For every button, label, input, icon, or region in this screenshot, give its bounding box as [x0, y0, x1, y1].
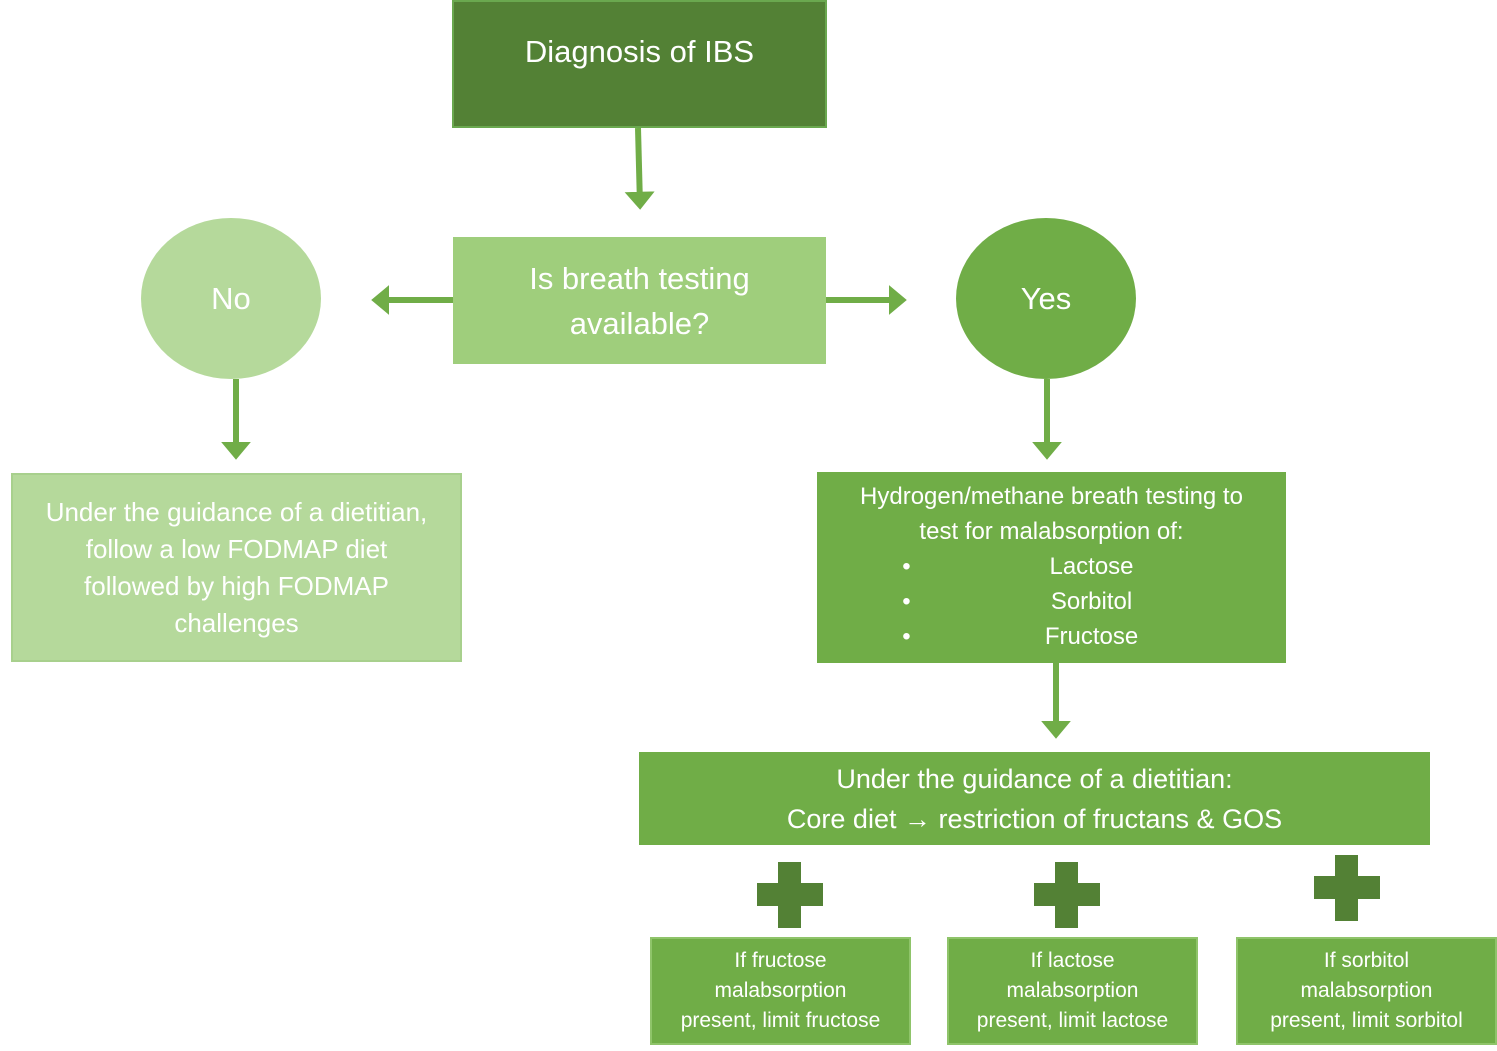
question-line-2: available? — [569, 305, 710, 341]
low-fodmap-line-3: followed by high FODMAP — [84, 570, 389, 601]
sorbitol-line-2: malabsorption — [1300, 979, 1433, 1002]
no-label: No — [211, 280, 251, 316]
fructose-box: If fructose malabsorption present, limit… — [650, 937, 911, 1045]
bullet-icon: • — [902, 623, 911, 650]
fructose-line-3: present, limit fructose — [680, 1009, 881, 1032]
low-fodmap-line-2: follow a low FODMAP diet — [85, 533, 388, 564]
lactose-line-2: malabsorption — [1006, 979, 1139, 1002]
sorbitol-line-1: If sorbitol — [1323, 949, 1410, 972]
diagnosis-label: Diagnosis of IBS — [524, 34, 755, 69]
lactose-line-3: present, limit lactose — [976, 1009, 1169, 1032]
list-item-fructose: • Fructose — [902, 619, 1192, 654]
question-box: Is breath testing available? — [453, 237, 826, 364]
list-item-label: Sorbitol — [1050, 588, 1133, 615]
sorbitol-line-3: present, limit sorbitol — [1270, 1009, 1463, 1032]
plus-icon-fructose — [757, 862, 823, 928]
sorbitol-box: If sorbitol malabsorption present, limit… — [1236, 937, 1497, 1045]
list-item-sorbitol: • Sorbitol — [902, 584, 1192, 619]
fructose-line-2: malabsorption — [714, 979, 847, 1002]
question-line-1: Is breath testing — [529, 260, 750, 296]
bullet-icon: • — [902, 553, 911, 580]
yes-circle: Yes — [956, 218, 1136, 379]
no-circle: No — [141, 218, 321, 379]
fructose-line-1: If fructose — [734, 949, 827, 972]
breath-test-line-1: Hydrogen/methane breath testing to — [860, 483, 1243, 510]
yes-label: Yes — [1020, 280, 1072, 316]
breath-test-box: Hydrogen/methane breath testing to test … — [817, 472, 1286, 663]
plus-icon-sorbitol — [1314, 855, 1380, 921]
arrow-diagnosis-to-question — [624, 127, 655, 210]
lactose-line-1: If lactose — [1030, 949, 1115, 972]
core-diet-box: Under the guidance of a dietitian: Core … — [639, 752, 1430, 845]
malabsorption-list: • Lactose • Sorbitol • Fructose — [902, 549, 1192, 654]
lactose-box: If lactose malabsorption present, limit … — [947, 937, 1198, 1045]
plus-icon-lactose — [1034, 862, 1100, 928]
list-item-label: Lactose — [1049, 553, 1134, 580]
low-fodmap-line-1: Under the guidance of a dietitian, — [45, 496, 428, 527]
diagnosis-box: Diagnosis of IBS — [452, 0, 827, 128]
low-fodmap-box: Under the guidance of a dietitian, follo… — [11, 473, 462, 662]
bullet-icon: • — [902, 588, 911, 615]
core-diet-line-1: Under the guidance of a dietitian: — [836, 763, 1233, 794]
low-fodmap-line-4: challenges — [174, 607, 299, 638]
list-item-label: Fructose — [1044, 623, 1139, 650]
breath-test-line-2: test for malabsorption of: — [919, 518, 1184, 545]
core-diet-line-2: Core diet → restriction of fructans & GO… — [786, 803, 1283, 834]
list-item-lactose: • Lactose — [902, 549, 1192, 584]
